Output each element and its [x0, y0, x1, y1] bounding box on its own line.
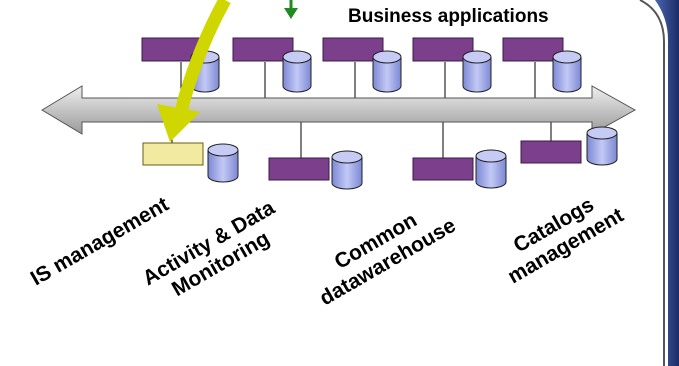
app-box-top-2 — [232, 37, 294, 62]
is-management-box — [142, 142, 204, 166]
database-top-5 — [552, 50, 582, 93]
database-top-2 — [282, 50, 312, 93]
database-datawarehouse — [475, 149, 507, 189]
database-catalogs — [586, 126, 618, 166]
top-connectors — [180, 62, 536, 100]
side-panel — [639, 0, 679, 366]
integration-bus-arrow — [41, 85, 637, 135]
catalogs-management-box — [520, 140, 582, 164]
database-is-management — [207, 143, 239, 183]
yellow-curved-arrow — [157, 0, 231, 142]
activity-monitoring-box — [268, 157, 330, 181]
app-box-top-4 — [412, 37, 474, 62]
datawarehouse-box — [412, 157, 474, 181]
app-box-top-3 — [322, 37, 384, 62]
app-box-top-5 — [502, 37, 564, 62]
database-top-3 — [372, 50, 402, 93]
database-activity-monitoring — [331, 150, 363, 190]
green-arrow — [284, 0, 298, 19]
database-top-4 — [462, 50, 492, 93]
business-applications-title: Business applications — [348, 6, 549, 27]
